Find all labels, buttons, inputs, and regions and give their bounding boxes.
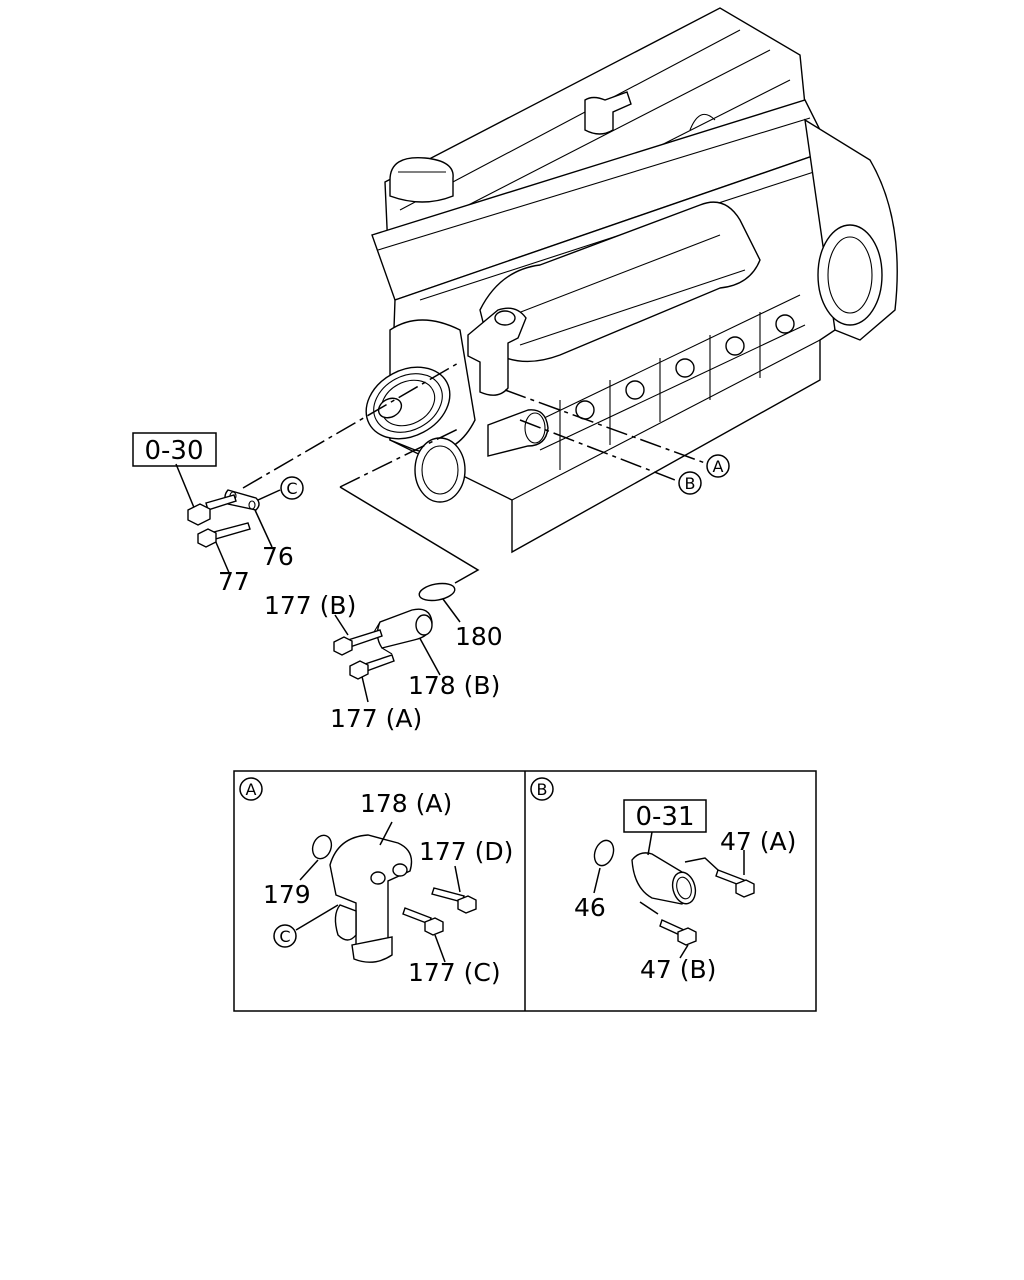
detail-frame [233, 770, 817, 1012]
leader-lines [175, 361, 706, 703]
label-177d: 177 (D) [419, 837, 513, 866]
label-47a: 47 (A) [720, 827, 796, 856]
ref-circle-c-main: C [280, 476, 304, 500]
engine-block [365, 7, 898, 554]
ref-c-text: C [286, 479, 297, 498]
bolt-177b [333, 629, 383, 656]
detail-b: B 0-31 47 (A) 46 47 (B) [530, 777, 796, 984]
label-177c: 177 (C) [408, 958, 501, 987]
housing-178b [373, 608, 433, 655]
bolt-177a [349, 654, 395, 680]
label-177b: 177 (B) [264, 591, 356, 620]
label-178a: 178 (A) [360, 789, 452, 818]
ref-b-text: B [685, 474, 696, 493]
label-0-31: 0-31 [635, 802, 694, 832]
detail-b-tag: B [537, 780, 548, 799]
bolt-upper [187, 494, 237, 526]
label-177a: 177 (A) [330, 704, 422, 733]
oring-180 [418, 582, 456, 602]
label-0-30: 0-30 [144, 436, 203, 466]
label-180: 180 [455, 622, 503, 651]
label-46: 46 [574, 893, 606, 922]
label-179: 179 [263, 880, 311, 909]
bolt-77 [197, 522, 251, 548]
ref-circle-a-main: A [706, 454, 730, 478]
label-76: 76 [262, 542, 294, 571]
label-178b: 178 (B) [408, 671, 500, 700]
detail-a-tag: A [246, 780, 257, 799]
label-47b: 47 (B) [640, 955, 716, 984]
label-box-0-30: 0-30 [132, 432, 217, 467]
detail-a-ref-c: C [279, 927, 290, 946]
detail-a: A 178 (A) 177 (D) 179 C 177 (C) [239, 777, 513, 987]
ref-circle-b-main: B [678, 471, 702, 495]
label-77: 77 [218, 567, 250, 596]
ref-a-text: A [713, 457, 724, 476]
